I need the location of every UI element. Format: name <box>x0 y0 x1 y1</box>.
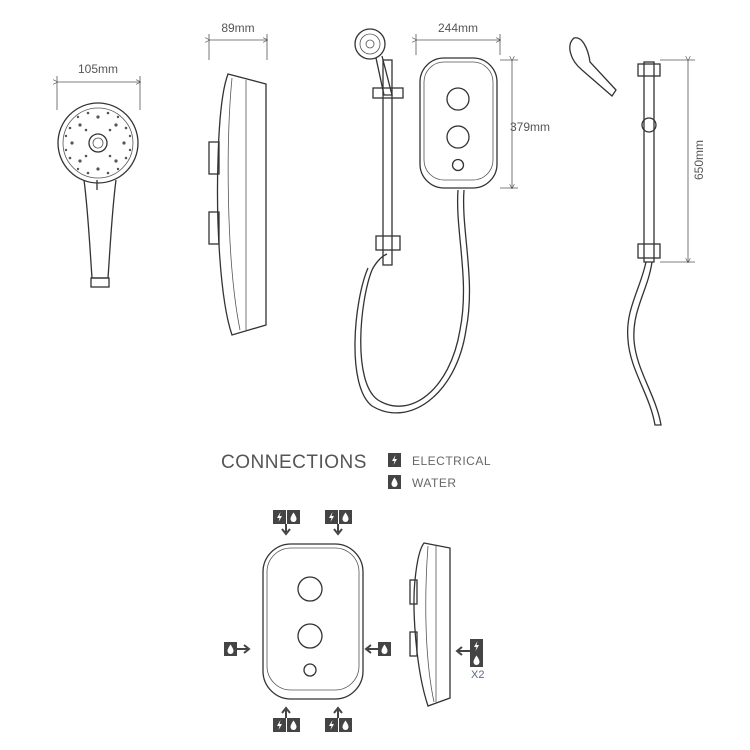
connections-side-unit: X2 <box>409 542 484 707</box>
unit-front-view-with-rail: 244mm 379mm <box>354 21 550 414</box>
water-drop-icon <box>388 475 401 489</box>
connections-front-unit <box>224 510 391 732</box>
entry-right-water-icon <box>364 642 391 656</box>
entry-bottom-right-icon <box>325 706 352 732</box>
connections-title: CONNECTIONS <box>221 452 367 473</box>
entry-top-left-icon <box>273 510 300 536</box>
handset-width-label: 105mm <box>78 62 118 76</box>
unit-depth-label: 89mm <box>221 21 254 35</box>
legend-electrical-label: ELECTRICAL <box>412 454 491 468</box>
entry-bottom-left-icon <box>273 706 300 732</box>
rail-side-view: 650mm <box>569 37 706 426</box>
unit-height-label: 379mm <box>510 120 550 134</box>
rail-length-label: 650mm <box>692 140 706 180</box>
legend-water-label: WATER <box>412 476 457 490</box>
connections-legend: CONNECTIONS ELECTRICAL WATER <box>221 452 491 490</box>
side-entry-multiplier: X2 <box>471 669 484 681</box>
handset-front-view: 105mm <box>57 62 140 288</box>
lightning-icon <box>388 453 401 467</box>
entry-left-water-icon <box>224 642 251 656</box>
unit-width-label: 244mm <box>438 21 478 35</box>
unit-side-view: 89mm <box>209 21 267 336</box>
entry-side-electrical-water-icon <box>455 639 483 667</box>
entry-top-right-icon <box>325 510 352 536</box>
